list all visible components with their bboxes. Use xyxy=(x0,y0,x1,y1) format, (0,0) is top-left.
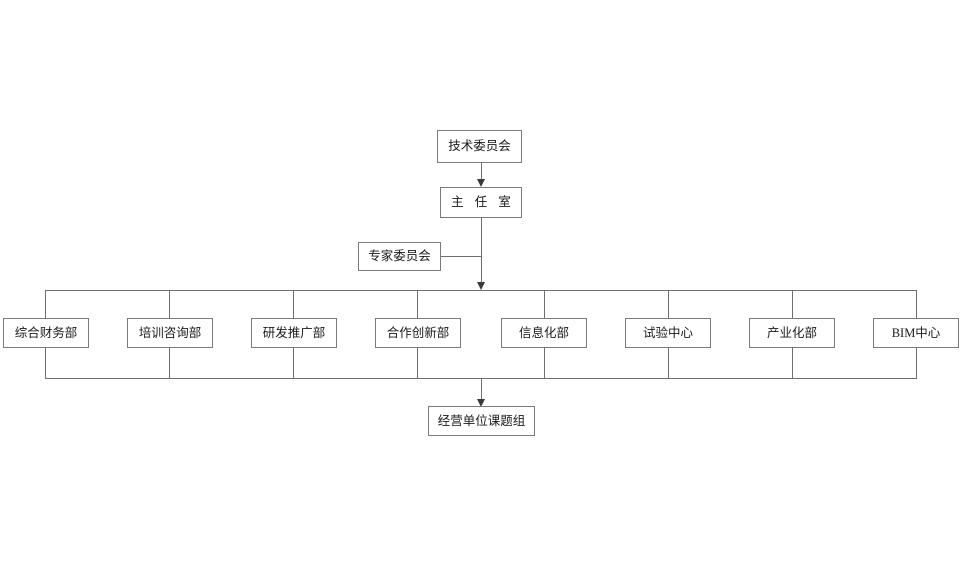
drop-line-dept-8 xyxy=(916,290,917,318)
node-department-8: BIM中心 xyxy=(873,318,959,348)
node-department-1: 综合财务部 xyxy=(3,318,89,348)
node-project-team: 经营单位课题组 xyxy=(428,406,535,436)
arrowhead-bus-to-project-team xyxy=(477,399,485,407)
drop-line-dept-6 xyxy=(668,290,669,318)
arrowhead-committee-to-director xyxy=(477,179,485,187)
riser-line-dept-4 xyxy=(417,348,418,378)
node-department-5: 信息化部 xyxy=(501,318,587,348)
riser-line-dept-8 xyxy=(916,348,917,378)
drop-line-dept-1 xyxy=(45,290,46,318)
bus-line-top xyxy=(45,290,917,291)
drop-line-dept-4 xyxy=(417,290,418,318)
riser-line-dept-6 xyxy=(668,348,669,378)
node-department-2: 培训咨询部 xyxy=(127,318,213,348)
node-department-7: 产业化部 xyxy=(749,318,835,348)
connector-expert-to-trunk xyxy=(441,256,482,257)
connector-bus-to-project-team xyxy=(481,378,482,402)
node-director-office: 主 任 室 xyxy=(440,187,522,218)
riser-line-dept-7 xyxy=(792,348,793,378)
drop-line-dept-7 xyxy=(792,290,793,318)
drop-line-dept-2 xyxy=(169,290,170,318)
riser-line-dept-5 xyxy=(544,348,545,378)
node-technical-committee: 技术委员会 xyxy=(437,130,522,163)
riser-line-dept-1 xyxy=(45,348,46,378)
riser-line-dept-2 xyxy=(169,348,170,378)
node-department-3: 研发推广部 xyxy=(251,318,337,348)
node-department-6: 试验中心 xyxy=(625,318,711,348)
connector-director-to-bus xyxy=(481,218,482,283)
riser-line-dept-3 xyxy=(293,348,294,378)
connector-committee-to-director xyxy=(481,163,482,181)
node-expert-committee: 专家委员会 xyxy=(358,242,441,271)
drop-line-dept-3 xyxy=(293,290,294,318)
node-department-4: 合作创新部 xyxy=(375,318,461,348)
drop-line-dept-5 xyxy=(544,290,545,318)
arrowhead-director-to-bus xyxy=(477,282,485,290)
